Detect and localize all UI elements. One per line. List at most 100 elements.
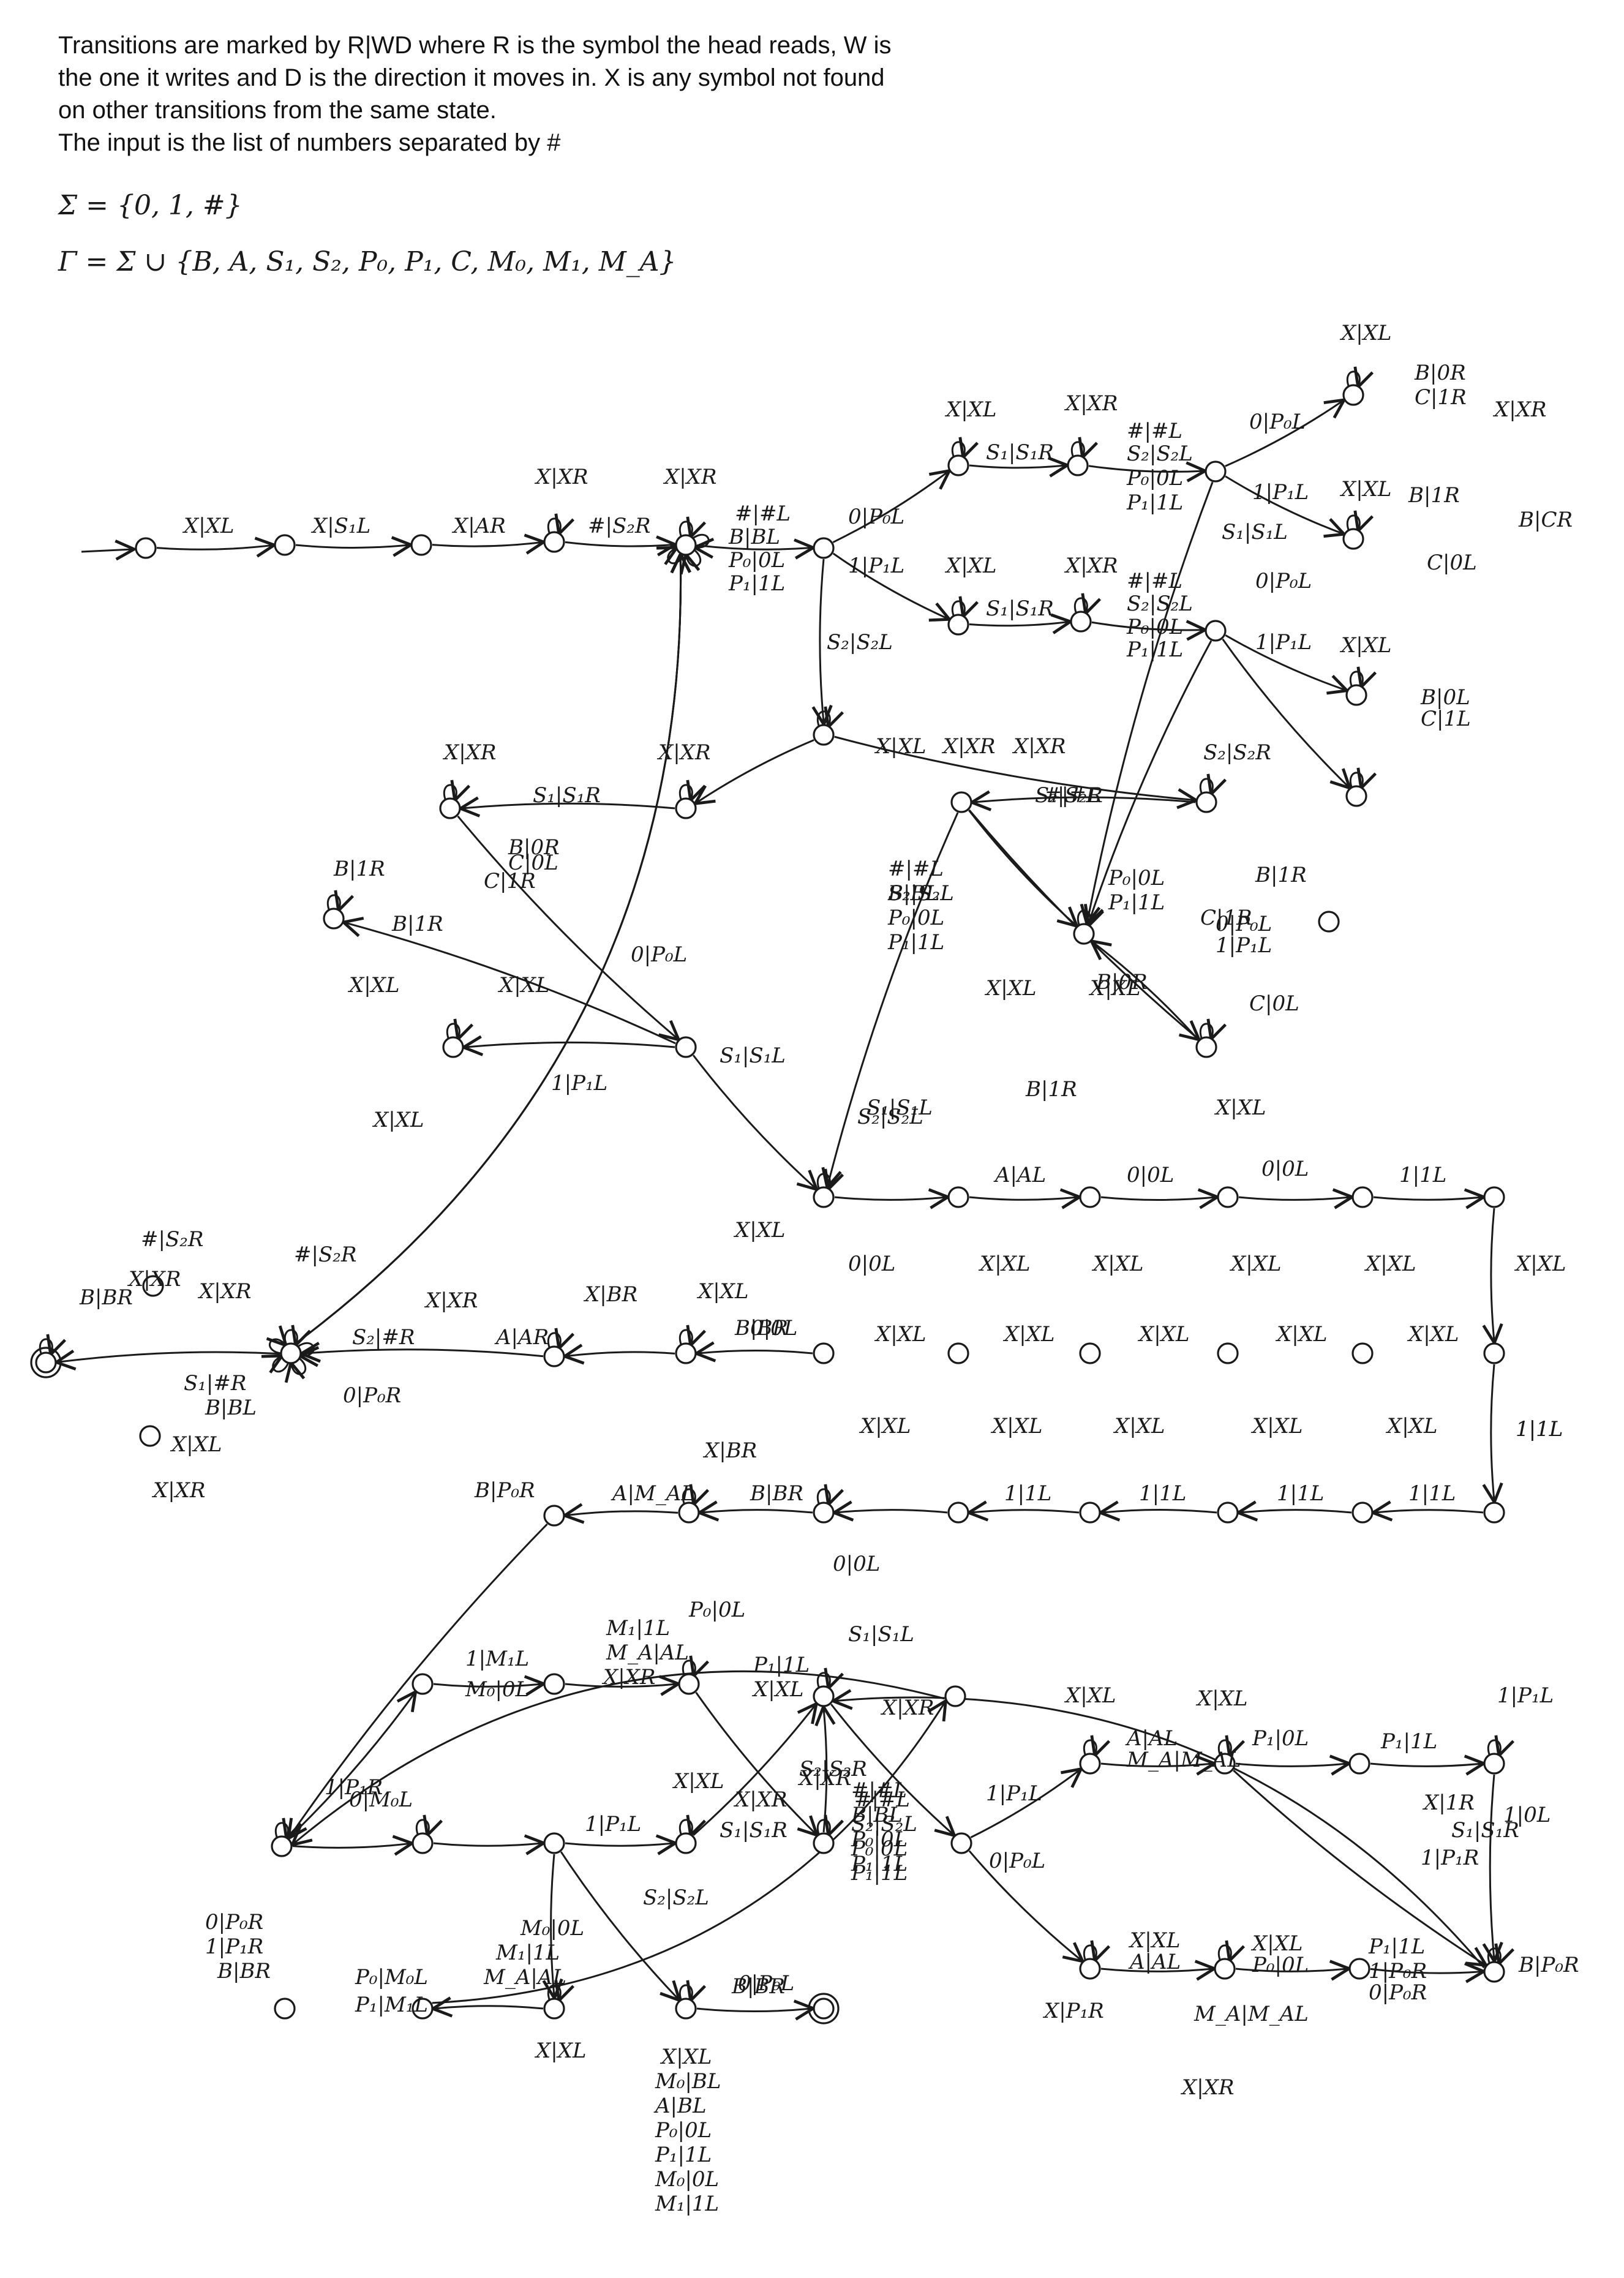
transition-label: C|1R bbox=[1200, 906, 1252, 930]
transition-zor-r2b bbox=[1222, 638, 1348, 787]
transition-label: X|XL bbox=[874, 734, 926, 759]
transition-label: B|0R bbox=[1096, 970, 1148, 994]
transition-label: X|XL bbox=[696, 1279, 748, 1304]
transition-lc-lc bbox=[446, 1024, 459, 1039]
transition-re-rf bbox=[1370, 1764, 1482, 1766]
transition-label: P₁|0L bbox=[1252, 1726, 1309, 1751]
state-h6 bbox=[1483, 1342, 1505, 1364]
transition-label: X|XL bbox=[660, 2045, 712, 2069]
transition-label: 0|P₀R bbox=[1369, 1980, 1427, 2005]
transition-n3-n11 bbox=[551, 1854, 554, 1996]
transition-n13-n5 bbox=[824, 1708, 827, 1833]
transition-n4-n5 bbox=[693, 1705, 815, 1836]
transition-br-zrow bbox=[832, 472, 948, 543]
transition-label: X|XL bbox=[372, 1108, 424, 1132]
transition-label: X|XL bbox=[944, 554, 996, 578]
transition-label: 1|1L bbox=[1516, 1417, 1563, 1442]
input-alphabet: Σ = {0, 1, #} bbox=[58, 190, 242, 221]
transition-label: 1|P₁L bbox=[551, 1071, 607, 1096]
transition-label: X|XL bbox=[1339, 321, 1391, 345]
transition-label: X|XL bbox=[1407, 1322, 1459, 1347]
transition-label: X|XL bbox=[1214, 1096, 1266, 1120]
transition-la-lb bbox=[462, 803, 675, 808]
transition-label: B|P₀R bbox=[1518, 1953, 1579, 1977]
transition-label: S₁|S₁L bbox=[867, 1096, 933, 1120]
transition-label: 0|0L bbox=[1127, 1163, 1174, 1187]
state-me bbox=[1318, 911, 1340, 933]
transition-zor-mc bbox=[1089, 640, 1212, 923]
transition-k2-k1 bbox=[836, 1510, 948, 1513]
transition-label: X|XR bbox=[797, 1766, 851, 1791]
transition-label: 1|1L bbox=[1277, 1481, 1324, 1506]
transition-label: B|0L bbox=[1420, 685, 1470, 710]
transition-label: X|XL bbox=[990, 1414, 1042, 1438]
transition-label: B|0R bbox=[508, 835, 560, 860]
transition-label: P₀|0L bbox=[655, 2118, 712, 2143]
transition-label: 1|P₁R bbox=[1421, 1846, 1479, 1870]
state-n11 bbox=[543, 1998, 565, 2020]
transition-rd-rg bbox=[1233, 1769, 1484, 1964]
transition-n1-n2 bbox=[292, 1843, 410, 1848]
transition-label: X|XL bbox=[1275, 1322, 1327, 1347]
transition-label: M₀|BL bbox=[655, 2069, 721, 2094]
state-n14 bbox=[274, 1998, 296, 2020]
transition-label: C|0L bbox=[1249, 991, 1299, 1016]
transition-label: S₁|S₁L bbox=[1222, 520, 1288, 544]
transition-label: B|1R bbox=[1025, 1077, 1077, 1102]
transition-label: X|XL bbox=[859, 1414, 911, 1438]
transition-le-le bbox=[326, 895, 340, 910]
transition-label: P₁|1L bbox=[851, 1852, 908, 1876]
transition-label: C|0L bbox=[1427, 551, 1477, 575]
transition-label: X|XR bbox=[663, 465, 716, 489]
transition-label: 0|P₀L bbox=[1255, 569, 1312, 593]
transition-label: X|XR bbox=[534, 465, 588, 489]
transition-label: X|XL bbox=[1229, 1252, 1281, 1276]
state-lc bbox=[442, 1036, 464, 1058]
transition-rd-rd bbox=[1217, 1740, 1231, 1755]
transition-label: X|XL bbox=[1339, 633, 1391, 658]
transition-label: B|BR bbox=[79, 1285, 133, 1310]
transition-w5-w5 bbox=[291, 1357, 307, 1374]
transition-label: X|XL bbox=[1064, 1683, 1116, 1708]
transition-w5-w5 bbox=[284, 1330, 297, 1345]
state-g2 bbox=[947, 1186, 969, 1208]
state-g6 bbox=[1483, 1186, 1505, 1208]
transition-label: 1|M₁L bbox=[465, 1647, 529, 1671]
transition-w5-w5 bbox=[273, 1357, 290, 1372]
transition-label: #|S₂R bbox=[588, 514, 650, 538]
transition-label: 0|0L bbox=[750, 1316, 797, 1340]
transition-zz-zzr bbox=[1088, 466, 1203, 472]
transition-rb-rb bbox=[1083, 1740, 1096, 1755]
transition-rf-rf bbox=[1487, 1740, 1500, 1755]
transition-n13-n13 bbox=[816, 1820, 830, 1835]
transition-label: M₀|0L bbox=[655, 2167, 719, 2192]
transition-label: X|XR bbox=[127, 1267, 181, 1291]
transition-label: X|XL bbox=[1385, 1414, 1437, 1438]
transition-label: S₁|S₁R bbox=[533, 783, 601, 808]
transition-rd-re bbox=[1235, 1764, 1347, 1766]
transition-label: X|BR bbox=[702, 1438, 757, 1463]
transition-label: X|XL bbox=[1137, 1322, 1189, 1347]
transition-label: 0|P₀L bbox=[848, 505, 904, 529]
transition-g3-g4 bbox=[1100, 1197, 1216, 1200]
transition-label: M_A|AL bbox=[483, 1965, 566, 1990]
transition-rc-rc bbox=[1083, 1945, 1096, 1960]
transition-w2-w4 bbox=[566, 1352, 675, 1356]
transition-k4-k3 bbox=[1102, 1510, 1217, 1513]
transition-label: X|XL bbox=[1364, 1252, 1416, 1276]
transition-label: 1|0L bbox=[1503, 1803, 1551, 1827]
transition-n11-n11 bbox=[547, 1985, 560, 2000]
transition-label: C|1R bbox=[1415, 385, 1467, 410]
transition-label: M_A|M_AL bbox=[1194, 2002, 1309, 2026]
transition-label: 1|P₁R bbox=[325, 1775, 383, 1800]
transition-n8-n8 bbox=[682, 1661, 695, 1675]
transition-zzr-r1a bbox=[1225, 401, 1343, 467]
transition-label: B|BR bbox=[734, 1316, 788, 1340]
state-la bbox=[675, 797, 697, 819]
state-zor bbox=[1205, 620, 1227, 642]
state-n5 bbox=[813, 1685, 835, 1707]
state-nacc bbox=[813, 1998, 835, 2020]
transition-label: P₁|1L bbox=[851, 1861, 908, 1885]
transition-label: X|1R bbox=[1422, 1791, 1475, 1815]
transition-label: #|S₂R bbox=[141, 1227, 203, 1252]
